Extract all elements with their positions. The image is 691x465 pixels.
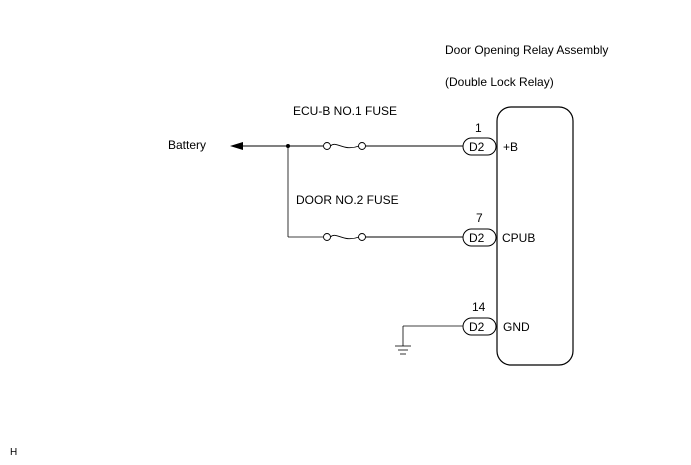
relay-assembly-box <box>496 106 574 366</box>
connector-code: D2 <box>469 320 485 334</box>
fuse-icon <box>323 233 366 241</box>
connector-pin14 <box>462 317 497 336</box>
battery-label: Battery <box>168 138 207 152</box>
pin-number: 14 <box>472 300 486 314</box>
fuse-icon <box>323 142 366 150</box>
fuse-label: DOOR NO.2 FUSE <box>296 193 399 207</box>
pin-name: GND <box>503 320 530 334</box>
connector-pin7 <box>462 228 497 247</box>
ground-icon <box>395 345 411 355</box>
fuse-label: ECU-B NO.1 FUSE <box>293 104 398 118</box>
pin-name: CPUB <box>502 231 536 245</box>
connector-code: D2 <box>469 231 485 245</box>
connector-code: D2 <box>469 140 485 154</box>
component-subtitle: (Double Lock Relay) <box>445 75 554 89</box>
battery-arrow-icon <box>230 142 243 150</box>
pin-number: 7 <box>476 211 483 225</box>
component-title: Door Opening Relay Assembly <box>445 43 609 57</box>
pin-name: +B <box>503 140 519 154</box>
corner-mark: H <box>10 447 18 458</box>
pin-number: 1 <box>475 121 482 135</box>
connector-pin1 <box>462 137 497 156</box>
